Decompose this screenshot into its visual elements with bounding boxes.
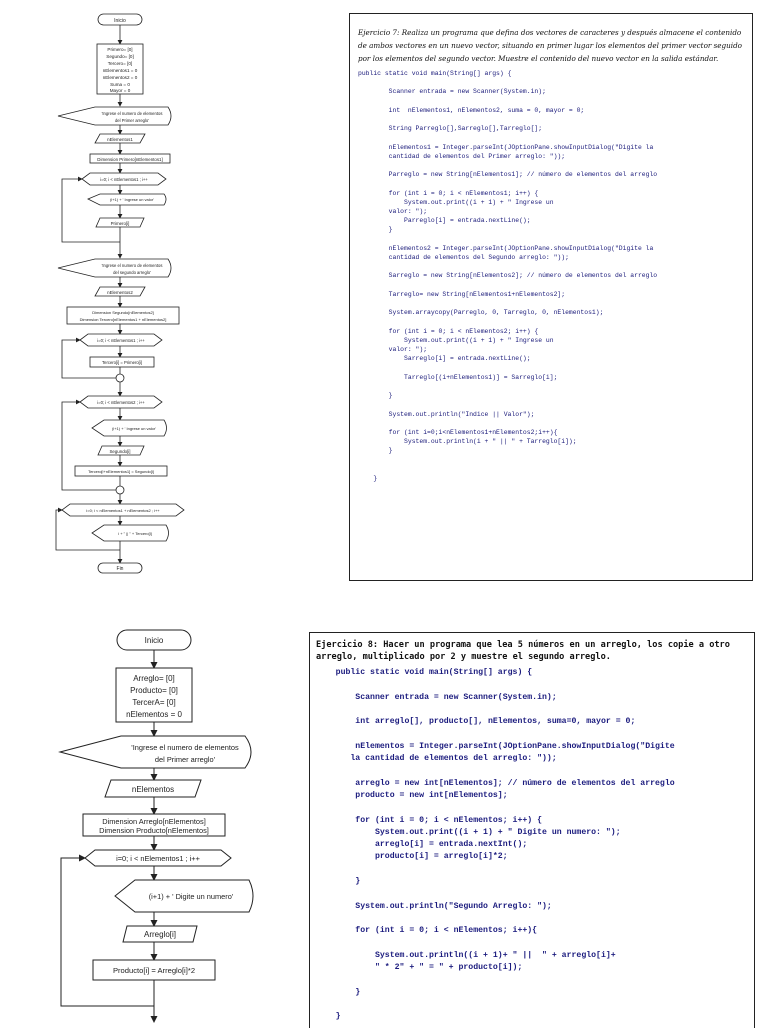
- loop-node: [81, 172, 167, 186]
- flowchart-node-label: i=0; i < nElementos2 ; i++: [97, 400, 145, 405]
- input-node: [122, 925, 198, 943]
- exercise-7-title: Ejercicio 7: Realiza un programa que def…: [358, 28, 743, 63]
- exercise-7-code: public static void main(String[] args) {…: [358, 70, 658, 482]
- flowchart-exercise-7: Inicio Primero= [0] Segundo= [0] Tercero…: [50, 10, 190, 575]
- flowchart-node-label: Arreglo= [0]: [133, 674, 175, 683]
- start-label: Inicio: [114, 18, 126, 24]
- process-box: [66, 306, 180, 325]
- flowchart-node-label: Primero[i]: [111, 221, 130, 226]
- flowchart-node-label: (i+1) + ' Digite un numero': [149, 892, 234, 901]
- input-node: [94, 286, 146, 297]
- flowchart-node-label: (i+1) + ' Ingrese un valor': [112, 426, 156, 431]
- process-box: [89, 356, 155, 368]
- flowchart-node-label: Arreglo[i]: [144, 930, 176, 939]
- display-node: [91, 419, 167, 437]
- flowchart-node-label: i=0; i < nElementos1 ; i++: [97, 338, 145, 343]
- loop-node: [79, 395, 163, 409]
- flowchart-node-label: i + " || " + Tercero[i]: [118, 531, 152, 536]
- flowchart-node-label: Dimension Producto[nElementos]: [99, 826, 209, 835]
- flowchart-node-label: Tercero= [0]: [108, 61, 132, 66]
- flowchart-node-label: 'Ingrese el numero de elementos: [102, 111, 163, 116]
- process-box: [89, 153, 171, 164]
- flowchart-node-label: (i+1) + ' Ingrese un valor': [110, 197, 154, 202]
- flowchart-node-label: Suma = 0: [110, 82, 130, 87]
- flowchart-node-label: del Primer arreglo': [115, 118, 149, 123]
- input-node: [95, 217, 145, 228]
- flowchart-node-label: nElementos = 0: [126, 710, 182, 719]
- flowchart-node-label: i=0; i < nElementos1 + nElementos2 ; i++: [86, 508, 160, 513]
- flowchart-node-label: Dimension Arreglo[nElementos]: [102, 817, 206, 826]
- flowchart-node-label: Tercero[i] = Primero[i]: [102, 360, 142, 365]
- display-node: [91, 524, 169, 542]
- init-box: [115, 667, 193, 723]
- flowchart-node-label: nElementos2 = 0: [103, 75, 138, 80]
- flowchart-node-label: Dimension Primero[nElementos1]: [97, 157, 162, 162]
- flowchart-node-label: Primero= [0]: [107, 47, 132, 52]
- flowchart-node-label: TercerA= [0]: [132, 698, 175, 707]
- flowchart-node-label: Dimension Tercero[nElementos1 + nElement…: [80, 317, 167, 322]
- start-label: Inicio: [145, 636, 164, 645]
- display-node: [57, 106, 172, 126]
- connector: [115, 485, 125, 495]
- input-node: [97, 445, 145, 456]
- exercise-8-title: Ejercicio 8: Hacer un programa que lea 5…: [316, 640, 730, 662]
- flowchart-node-label: Segundo[i]: [110, 449, 131, 454]
- flowchart-node-label: del segundo arreglo': [113, 270, 151, 275]
- flowchart-8-canvas: Inicio Arreglo= [0] Producto= [0] Tercer…: [58, 629, 254, 1023]
- flowchart-node-label: nElementos1: [107, 137, 133, 142]
- exercise-7-panel: Ejercicio 7: Realiza un programa que def…: [349, 13, 753, 581]
- exercise-8-panel: Ejercicio 8: Hacer un programa que lea 5…: [309, 632, 755, 1028]
- loop-node: [61, 503, 185, 517]
- flowchart-connector-line: [60, 854, 154, 1007]
- input-node: [94, 133, 146, 144]
- flowchart-node-label: Dimension Segundo[nElementos2]: [92, 310, 154, 315]
- flowchart-node-label: Tercero[i+nElementos1] = Segundo[i]: [88, 469, 154, 474]
- flowchart-node-label: nElementos2: [107, 290, 133, 295]
- flowchart-connector-line: [61, 399, 116, 491]
- flowchart-node-label: Segundo= [0]: [106, 54, 133, 59]
- flowchart-connector-line: [61, 176, 120, 243]
- display-node: [58, 735, 252, 769]
- init-box: [96, 43, 144, 95]
- flowchart-node-label: Mayor = 0: [110, 88, 131, 93]
- loop-node: [84, 849, 232, 867]
- input-node: [104, 779, 202, 798]
- flowchart-connector-line: [61, 337, 116, 379]
- flowchart-node-label: nElementos: [132, 785, 174, 794]
- flowchart-node-label: 'Ingrese el numero de elementos: [102, 263, 163, 268]
- loop-node: [79, 333, 163, 347]
- end-node: [97, 562, 143, 574]
- flowchart-node-label: i=0; i < nElementos1 ; i++: [100, 177, 148, 182]
- flowchart-node-label: del Primer arreglo': [155, 755, 216, 764]
- exercise-8-code: public static void main(String[] args) {…: [335, 668, 675, 1022]
- flowchart-connector-line: [55, 507, 120, 551]
- flowchart-node-label: i=0; i < nElementos1 ; i++: [116, 854, 200, 863]
- flowchart-exercise-8: Inicio Arreglo= [0] Producto= [0] Tercer…: [55, 628, 265, 1024]
- display-node: [57, 258, 172, 278]
- process-box: [74, 465, 168, 477]
- connector: [115, 373, 125, 383]
- flowchart-node-label: 'Ingrese el numero de elementos: [131, 743, 239, 752]
- flowchart-7-canvas: Inicio Primero= [0] Segundo= [0] Tercero…: [55, 13, 185, 574]
- display-node: [87, 193, 167, 206]
- flowchart-node-label: Producto= [0]: [130, 686, 178, 695]
- display-node: [114, 879, 254, 913]
- flowchart-node-label: Producto[i] = Arreglo[i]*2: [113, 966, 195, 975]
- end-label: Fin: [117, 566, 124, 572]
- flowchart-node-label: nElementos1 = 0: [103, 68, 138, 73]
